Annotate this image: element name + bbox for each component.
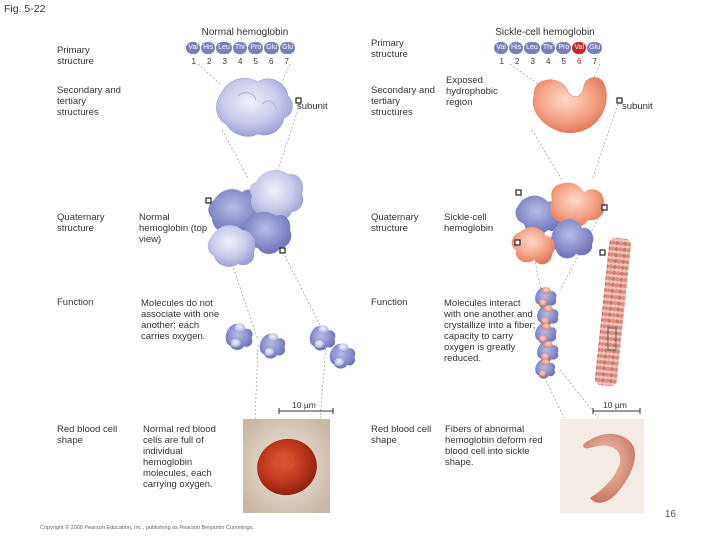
right-secondary-label: Secondary and tertiary structures xyxy=(371,85,435,118)
right-primary-label: Primary structure xyxy=(371,38,408,60)
position-number: 6 xyxy=(577,57,582,66)
amino-acid: His xyxy=(509,42,524,54)
amino-acid: Glu xyxy=(587,42,603,54)
normal-red-blood-cell xyxy=(243,419,330,513)
amino-acid: Leu xyxy=(216,42,232,54)
sickle-red-blood-cell xyxy=(560,419,644,513)
sickle-function-text: Molecules interact with one another and … xyxy=(444,298,536,364)
sickle-cell-text: Fibers of abnormal hemoglobin deform red… xyxy=(445,424,543,468)
position-number: 4 xyxy=(238,57,243,66)
normal-title: Normal hemoglobin xyxy=(201,27,289,38)
position-number: 1 xyxy=(191,57,196,66)
position-number: 7 xyxy=(592,57,597,66)
copyright-text: Copyright © 2008 Pearson Education, Inc.… xyxy=(40,525,254,531)
normal-subunit xyxy=(216,78,293,137)
normal-quaternary-structure xyxy=(207,169,304,267)
amino-acid: Glu xyxy=(264,42,280,54)
position-number: 1 xyxy=(499,57,504,66)
normal-cell-text: Normal red blood cells are full of indiv… xyxy=(143,424,216,490)
position-number: 7 xyxy=(284,57,289,66)
normal-quaternary-caption: Normal hemoglobin (top view) xyxy=(139,212,208,245)
right-cell-label: Red blood cell shape xyxy=(371,424,432,446)
right-quaternary-label: Quaternary structure xyxy=(371,212,419,234)
amino-acid: Pro xyxy=(556,42,572,54)
normal-position-numbers: 1 2 3 4 5 6 7 xyxy=(186,57,295,66)
marker-squares xyxy=(205,97,623,256)
position-number: 5 xyxy=(253,57,258,66)
sickle-quaternary-caption: Sickle-cell hemoglobin xyxy=(444,212,494,234)
amino-acid: His xyxy=(201,42,216,54)
figure-label: Fig. 5-22 xyxy=(4,3,46,15)
amino-acid: Glu xyxy=(280,42,296,54)
mutated-amino-acid: Val xyxy=(572,42,587,54)
normal-function-text: Molecules do not associate with one anot… xyxy=(141,298,220,342)
position-number: 4 xyxy=(546,57,551,66)
left-cell-label: Red blood cell shape xyxy=(57,424,118,446)
sickle-amino-acid-chain: Val His Leu Thr Pro Val Glu xyxy=(494,42,603,54)
normal-subunit-label: subunit xyxy=(297,101,328,112)
hemoglobin-fiber xyxy=(594,237,632,387)
left-secondary-label: Secondary and tertiary structures xyxy=(57,85,121,118)
normal-guide-lines xyxy=(197,63,327,421)
amino-acid: Val xyxy=(494,42,508,54)
sickle-title: Sickle-cell hemoglobin xyxy=(495,27,595,38)
amino-acid: Pro xyxy=(248,42,264,54)
amino-acid: Val xyxy=(186,42,200,54)
sickle-molecule-chain xyxy=(535,287,559,379)
scale-bars xyxy=(278,408,641,414)
position-number: 2 xyxy=(207,57,212,66)
left-quaternary-label: Quaternary structure xyxy=(57,212,105,234)
right-function-label: Function xyxy=(371,297,408,308)
exposed-hydrophobic-label: Exposed hydrophobic region xyxy=(446,75,498,108)
normal-scale-label: 10 µm xyxy=(292,400,316,410)
position-number: 2 xyxy=(515,57,520,66)
position-number: 3 xyxy=(222,57,227,66)
sickle-scale-label: 10 µm xyxy=(603,400,627,410)
amino-acid: Thr xyxy=(232,42,248,54)
sickle-subunit-label: subunit xyxy=(622,101,653,112)
page-number: 16 xyxy=(664,509,676,520)
normal-function-molecules xyxy=(225,323,356,369)
left-primary-label: Primary structure xyxy=(57,45,94,67)
position-number: 5 xyxy=(561,57,566,66)
left-function-label: Function xyxy=(57,297,94,308)
sickle-position-numbers: 1 2 3 4 5 6 7 xyxy=(494,57,603,66)
sickle-subunit xyxy=(532,77,607,134)
sickle-quaternary-structure xyxy=(511,182,605,265)
amino-acid: Thr xyxy=(540,42,556,54)
amino-acid: Leu xyxy=(524,42,540,54)
normal-amino-acid-chain: Val His Leu Thr Pro Glu Glu xyxy=(186,42,296,54)
position-number: 3 xyxy=(530,57,535,66)
position-number: 6 xyxy=(269,57,274,66)
